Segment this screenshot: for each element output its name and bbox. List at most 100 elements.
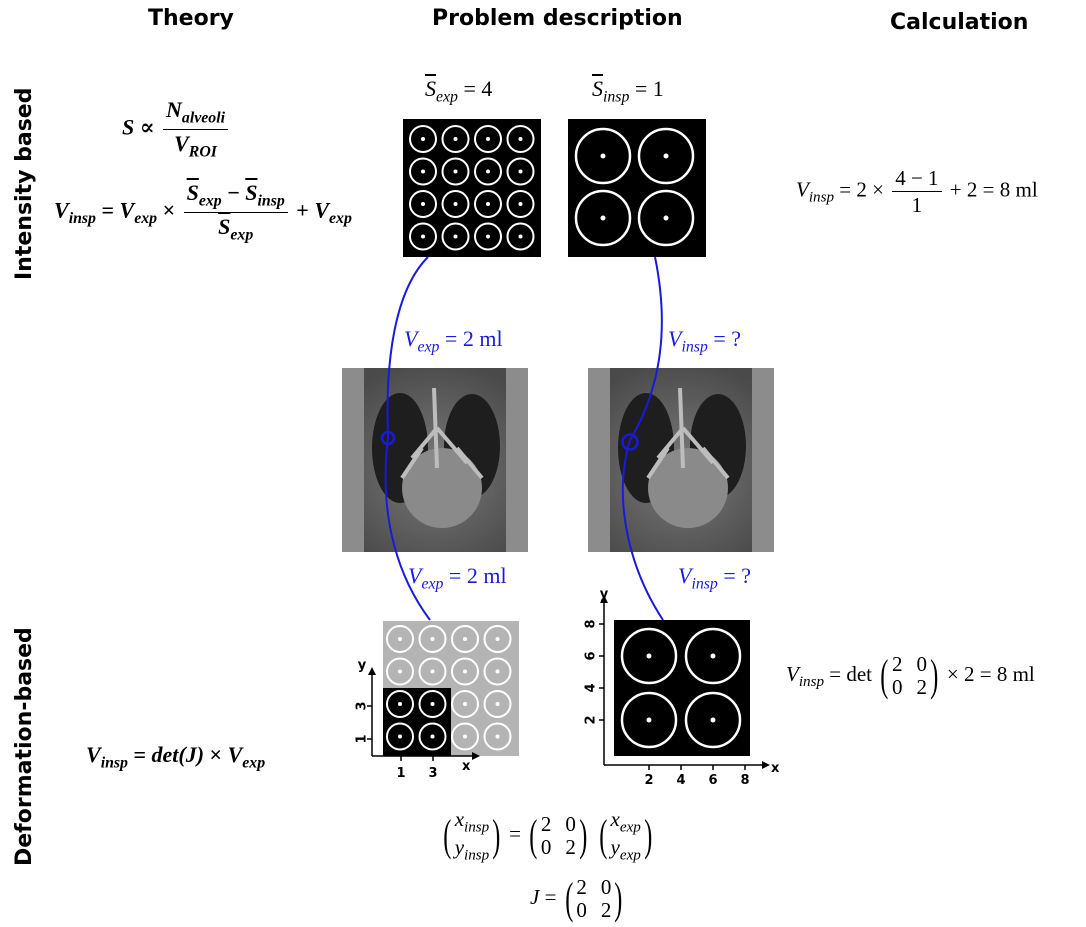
deformation-grid-inspiration: 2 4 6 8 2 4 6 8 y x [584, 587, 781, 785]
alveolus [483, 690, 512, 718]
theory-deformation-equation: Vinsp = det(J) × Vexp [86, 742, 266, 772]
right-x-label: x [771, 761, 780, 776]
alveolus [418, 690, 447, 718]
alveolus-center [430, 637, 435, 641]
left-y-label: y [358, 658, 367, 673]
alveolus [386, 625, 414, 653]
alveolus [506, 190, 535, 218]
alveoli-tile-inspiration [568, 119, 706, 257]
label-v-exp-lower: Vexp = 2 ml [408, 563, 507, 593]
alveolus [451, 625, 479, 653]
header-theory: Theory [148, 6, 234, 31]
alveolus-center [421, 169, 425, 174]
alveolus [451, 690, 479, 718]
alveolus-center [398, 637, 402, 641]
label-s-insp: Sinsp = 1 [592, 76, 664, 106]
alveolus-center [495, 734, 500, 739]
alveolus [409, 190, 437, 218]
alveolus [506, 125, 535, 153]
alveolus-center [463, 637, 467, 641]
alveolus-center [430, 734, 435, 739]
right-y-tick-4: 4 [584, 683, 599, 692]
right-x-tick-6: 6 [708, 773, 717, 785]
alveolus-center [398, 734, 402, 739]
label-s-exp: Sexp = 4 [425, 76, 493, 106]
connector-exp-lower [384, 436, 431, 621]
alveolus [483, 722, 512, 751]
theory-intensity-equation: Vinsp = Vexp × Sexp − Sinsp Sexp + Vexp [54, 180, 352, 244]
header-problem-description: Problem description [432, 6, 683, 31]
alveolus [418, 657, 447, 686]
alveolus [474, 125, 502, 153]
alveolus-center [463, 669, 467, 674]
alveolus [441, 190, 470, 218]
alveolus-center [495, 637, 500, 641]
alveolus [483, 657, 512, 686]
right-x-tick-4: 4 [676, 773, 685, 785]
alveolus [386, 722, 414, 751]
alveolus-center [453, 234, 458, 239]
alveolus [409, 157, 437, 186]
right-x-tick-2: 2 [644, 773, 653, 785]
alveolus [474, 190, 502, 218]
alveolus [441, 125, 470, 153]
alveolus [451, 722, 479, 751]
alveolus-center [463, 734, 467, 739]
theory-proportionality: S ∝ Nalveoli VROI [122, 97, 231, 162]
alveolus [441, 157, 470, 186]
alveolus-center [518, 234, 523, 239]
alveolus-center [421, 234, 425, 239]
alveolus [418, 722, 447, 751]
alveolus-center [518, 169, 523, 174]
connector-insp-upper [629, 256, 663, 441]
left-y-tick-1: 1 [355, 734, 370, 743]
alveolus-center [518, 202, 523, 206]
alveolus [474, 157, 502, 186]
alveolus-center [421, 202, 425, 206]
alveolus-center [463, 702, 467, 706]
alveolus-center [453, 202, 458, 206]
label-v-insp-upper: Vinsp = ? [668, 326, 742, 356]
alveolus [418, 625, 447, 653]
alveolus [409, 125, 437, 153]
alveolus-center [430, 702, 435, 706]
connector-exp-upper [386, 256, 429, 438]
label-v-insp-lower: Vinsp = ? [678, 563, 752, 593]
right-y-tick-8: 8 [584, 619, 599, 628]
ct-image-inspiration [588, 368, 774, 552]
roi-circle-exp [380, 430, 396, 446]
ct-image-expiration [342, 368, 528, 552]
alveolus [506, 157, 535, 186]
right-y-tick-6: 6 [584, 651, 599, 660]
alveolus-center [486, 137, 490, 141]
header-calculation: Calculation [890, 10, 1029, 35]
label-v-exp-upper: Vexp = 2 ml [404, 326, 503, 356]
deformation-grid-expiration: 1 3 x 1 3 y [355, 621, 519, 781]
right-x-tick-8: 8 [740, 773, 749, 785]
alveolus [386, 657, 414, 686]
alveolus [451, 657, 479, 686]
alveolus [409, 222, 437, 251]
alveolus-center [495, 702, 500, 706]
alveolus-center [430, 669, 435, 674]
alveolus-center [486, 202, 490, 206]
alveolus [506, 222, 535, 251]
left-y-tick-3: 3 [355, 701, 370, 710]
alveolus-center [453, 169, 458, 174]
alveolus [441, 222, 470, 251]
alveolus-center [518, 137, 523, 141]
alveolus [474, 222, 502, 251]
alveolus-center [421, 137, 425, 141]
alveolus-center [495, 669, 500, 674]
right-y-tick-2: 2 [584, 715, 599, 724]
roi-circle-insp [621, 433, 639, 451]
left-x-tick-3: 3 [428, 766, 437, 781]
right-y-label: y [600, 587, 609, 602]
left-x-tick-1: 1 [396, 766, 405, 781]
alveolus-center [398, 669, 402, 674]
alveolus-center [486, 169, 490, 174]
alveolus-center [486, 234, 490, 239]
alveolus-center [453, 137, 458, 141]
